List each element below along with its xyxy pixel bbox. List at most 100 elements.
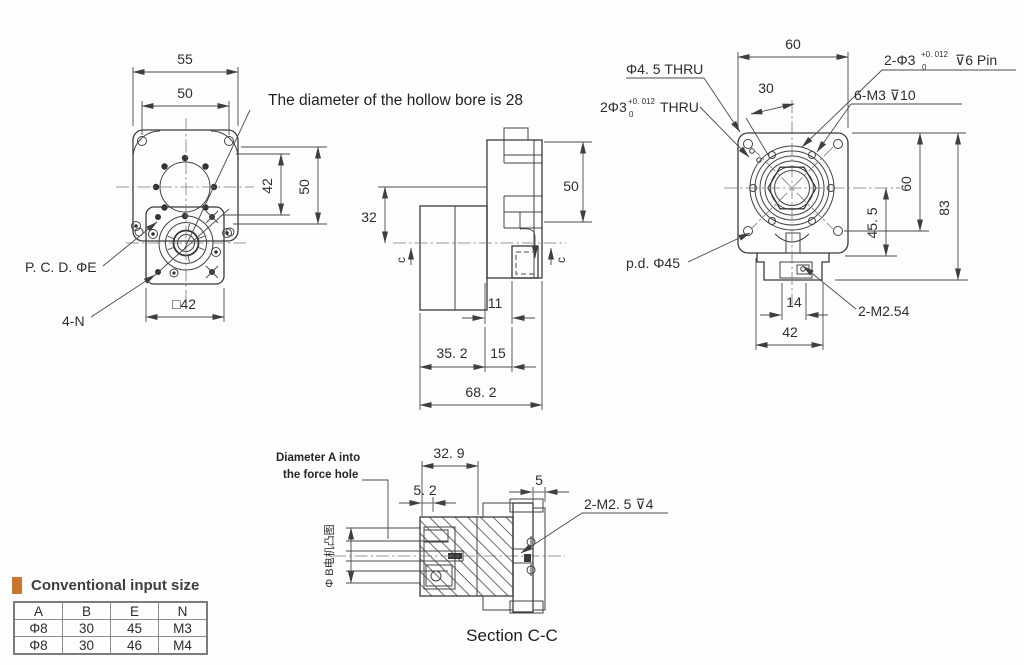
side-dim-15: 15: [485, 327, 536, 372]
rear-dim-83: 83: [835, 132, 968, 281]
svg-text:THRU: THRU: [660, 99, 699, 115]
svg-text:50: 50: [177, 85, 193, 101]
section-dim-32-9: 32. 9: [421, 445, 479, 516]
col-header-a: A: [13, 601, 63, 620]
col-header-n: N: [158, 601, 208, 620]
svg-text:2-Φ3: 2-Φ3: [884, 52, 916, 68]
side-mid-detail: [503, 195, 542, 229]
side-dim-50: 50: [563, 141, 586, 223]
rear-label-pin: 2-Φ3 +0. 012 0 ⊽6 Pin: [801, 50, 1016, 148]
section-view: 32. 9 5. 2 5 Φ B电机凸图 Diameter A into the…: [276, 445, 668, 645]
front-corner-arc-left: [132, 130, 161, 159]
svg-text:30: 30: [758, 80, 774, 96]
pcd-leader: [102, 221, 158, 267]
cell-n-2: M4: [158, 636, 208, 655]
front-corner-holes: [134, 136, 235, 237]
svg-text:c: c: [394, 257, 408, 263]
svg-text:2-M2.54: 2-M2.54: [858, 303, 910, 319]
legend: Conventional input size: [12, 577, 199, 594]
table-row: Φ8 30 45 M3: [13, 619, 208, 637]
svg-text:15: 15: [490, 345, 506, 361]
rear-dim-30: 30: [745, 80, 795, 159]
col-header-e: E: [110, 601, 159, 620]
svg-text:the force hole: the force hole: [283, 469, 358, 481]
side-dim-32: 32: [361, 186, 388, 244]
svg-text:Φ4. 5 THRU: Φ4. 5 THRU: [626, 61, 703, 77]
svg-text:83: 83: [936, 200, 952, 216]
front-dim-42-right: 42: [222, 153, 290, 216]
pcd-label: P. C. D. ΦE: [25, 259, 97, 275]
section-output-plates: [482, 498, 546, 614]
svg-text:11: 11: [488, 295, 503, 311]
svg-text:14: 14: [786, 294, 802, 310]
svg-text:55: 55: [177, 51, 193, 67]
section-dim-phi-b: Φ B电机凸图: [322, 524, 354, 588]
legend-title: Conventional input size: [31, 577, 200, 594]
front-centerlines: [116, 118, 254, 300]
section-note-diameter-a: Diameter A into the force hole: [276, 452, 389, 539]
section-caption: Section C-C: [466, 626, 558, 645]
side-dim-35-2: 35. 2: [419, 313, 486, 410]
table-row: Φ8 30 46 M4: [13, 636, 208, 655]
section-dim-5: 5: [509, 472, 569, 502]
svg-text:+0. 012: +0. 012: [921, 50, 948, 59]
svg-text:35. 2: 35. 2: [436, 345, 467, 361]
svg-text:50: 50: [563, 178, 579, 194]
svg-text:60: 60: [898, 176, 914, 192]
side-motor-block: [419, 205, 488, 311]
front-dim-50-top: 50: [141, 85, 230, 135]
col-header-b: B: [62, 601, 111, 620]
front-view: 55 50 42 50 □42 P. C. D. ΦE 4-N: [25, 51, 327, 329]
rear-label-2phi3-thru: 2Φ3 +0. 012 0 THRU: [600, 97, 750, 158]
svg-text:□42: □42: [172, 296, 196, 312]
side-dim-68-2: 68. 2: [419, 281, 543, 410]
section-dim-5-2: 5. 2: [399, 482, 456, 512]
svg-text:+0. 012: +0. 012: [628, 97, 655, 106]
rear-dim-60-top: 60: [737, 36, 849, 128]
rear-dim-14: 14: [760, 283, 828, 320]
cell-a-2: Φ8: [13, 636, 63, 655]
svg-text:c: c: [554, 257, 568, 263]
rear-label-pd45: p.d. Φ45: [626, 232, 751, 271]
rear-label-6m3: 6-M3 ⊽10: [816, 87, 962, 153]
svg-text:32. 9: 32. 9: [433, 445, 464, 461]
bore-note-text: The diameter of the hollow bore is 28: [268, 92, 523, 109]
svg-text:32: 32: [361, 209, 377, 225]
side-view: 32 50 11 35. 2 15 68. 2: [361, 127, 592, 410]
svg-text:0: 0: [922, 63, 927, 72]
svg-text:68. 2: 68. 2: [465, 384, 496, 400]
front-dim-50-right: 50: [233, 146, 327, 225]
svg-text:Diameter A into: Diameter A into: [276, 452, 360, 464]
svg-text:2Φ3: 2Φ3: [600, 99, 627, 115]
table-header-row: A B E N: [13, 601, 208, 620]
svg-text:5: 5: [535, 472, 543, 488]
shaft-hook-leader: [519, 228, 538, 259]
side-dim-11: 11: [462, 281, 535, 324]
svg-text:6-M3 ⊽10: 6-M3 ⊽10: [854, 87, 916, 103]
front-motor-outline: [132, 129, 239, 242]
cell-a-1: Φ8: [13, 619, 63, 637]
svg-text:42: 42: [782, 324, 798, 340]
rear-label-2m254: 2-M2.54: [802, 265, 910, 319]
section-bore-lines: [346, 527, 448, 584]
front-dim-55: 55: [132, 51, 239, 126]
cell-e-2: 46: [110, 636, 159, 655]
rear-centerlines: [724, 100, 900, 305]
4n-leader: [90, 274, 156, 318]
cell-n-1: M3: [158, 619, 208, 637]
svg-text:Φ B电机凸图: Φ B电机凸图: [322, 524, 336, 587]
legend-swatch: [12, 577, 22, 594]
rear-view: 60 30 60 83 45. 5 14: [600, 36, 1016, 350]
svg-text:42: 42: [259, 178, 275, 194]
cell-b-1: 30: [62, 619, 111, 637]
4n-label: 4-N: [62, 313, 85, 329]
svg-text:5. 2: 5. 2: [413, 482, 437, 498]
bore-note-leader: [183, 109, 251, 251]
rear-dim-42: 42: [755, 258, 824, 350]
front-dim-square42: □42: [145, 288, 225, 322]
front-gearbox-outline: [145, 206, 225, 285]
section-cavity-detail: [423, 529, 464, 587]
section-hatched-body: [419, 516, 514, 597]
